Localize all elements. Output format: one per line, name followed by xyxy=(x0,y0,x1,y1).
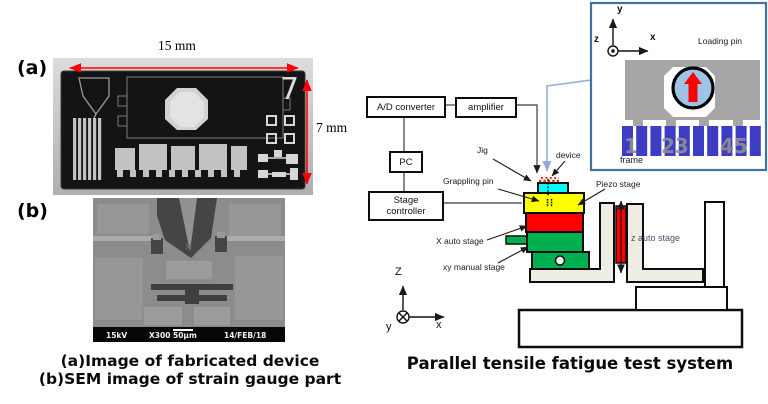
inset-octagon xyxy=(664,67,715,117)
panel-a-label: (a) xyxy=(17,57,48,79)
grappling-pin-label: Grappling pin xyxy=(443,176,494,186)
panel-b-label: (b) xyxy=(17,200,48,222)
chip-photo-art xyxy=(60,70,306,190)
sem-image: 15kV X300 50μm 14/FEB/18 xyxy=(93,198,285,342)
device-label: device xyxy=(556,150,581,160)
manual-stage-knob xyxy=(505,235,528,245)
frame-number-23: 23 xyxy=(661,134,689,158)
right-column xyxy=(704,201,725,288)
fabricated-device-photo: 7 xyxy=(53,58,313,195)
chip-number-marking: 7 xyxy=(280,72,300,107)
sem-date: 14/FEB/18 xyxy=(224,330,267,340)
serpentine-pattern xyxy=(73,118,102,180)
gantry-l-bracket xyxy=(626,203,704,283)
loading-pin-label: Loading pin xyxy=(698,36,742,46)
loading-pin-circle xyxy=(671,66,715,110)
sem-art xyxy=(93,198,285,327)
device-block xyxy=(537,182,569,194)
diagram-title: Parallel tensile fatigue test system xyxy=(406,354,734,373)
block-diagram-connectors xyxy=(403,104,541,204)
sem-scalebar xyxy=(173,329,193,331)
inset-tabs xyxy=(633,120,743,126)
piezo-stage-block xyxy=(523,192,585,214)
sem-info-bar: 15kV X300 50μm 14/FEB/18 xyxy=(93,327,285,342)
x-auto-stage-block xyxy=(525,212,584,233)
inset-axis-x-label: x xyxy=(650,32,656,43)
sem-scale-text: 50μm xyxy=(173,330,197,340)
sem-side-brackets xyxy=(151,236,227,254)
z-auto-stage-label: z auto stage xyxy=(631,233,681,243)
left-bracket xyxy=(529,202,615,283)
jig-marks xyxy=(539,177,559,207)
inset-axis-z-label: z xyxy=(594,34,599,45)
test-system-structure xyxy=(517,200,744,349)
inset-axis-y-label: y xyxy=(617,4,623,15)
main-axes-icon xyxy=(396,285,445,324)
pedestal-block xyxy=(635,286,728,311)
pad-squares xyxy=(266,115,295,144)
sem-light-patches xyxy=(95,204,283,320)
x-auto-stage-label: X auto stage xyxy=(436,236,484,246)
frame-label: frame xyxy=(620,155,644,165)
stage-controller-line2: controller xyxy=(386,206,426,217)
jig-label: Jig xyxy=(477,145,488,155)
label-leaders xyxy=(486,48,717,264)
xy-manual-stage-block xyxy=(526,231,584,253)
xy-manual-stage-label: xy manual stage xyxy=(443,262,505,272)
height-dimension-label: 7 mm xyxy=(316,120,348,135)
caption-line-2: (b)SEM image of strain gauge part xyxy=(38,370,342,388)
z-auto-stage-bar xyxy=(615,205,627,264)
stage-controller-line1: Stage xyxy=(393,195,419,206)
left-captions: (a)Image of fabricated device (b)SEM ima… xyxy=(25,352,355,388)
stage-stack xyxy=(505,182,590,270)
width-dimension-label: 15 mm xyxy=(158,38,196,53)
main-axis-x-label: x xyxy=(436,319,442,331)
inset-frame-comb: 1 23 45 xyxy=(622,126,763,158)
base-plate xyxy=(517,308,744,349)
stage-controller-box: Stage controller xyxy=(368,191,444,221)
amplifier-box: amplifier xyxy=(455,97,517,118)
inset-gray-block xyxy=(625,60,760,120)
inset-border xyxy=(589,1,768,172)
main-axis-y-label: y xyxy=(386,321,392,333)
sem-voltage: 15kV xyxy=(106,330,128,340)
stage-base-block xyxy=(531,251,590,270)
loading-direction-arrow xyxy=(684,72,702,102)
inset-axes-icon xyxy=(607,18,649,57)
inset-panel: 1 23 45 xyxy=(589,1,768,172)
pc-box: PC xyxy=(389,151,423,173)
frame-number-45: 45 xyxy=(720,134,748,158)
main-axis-z-label: Z xyxy=(395,266,402,278)
comb-structures xyxy=(115,144,247,177)
piezo-stage-label: Piezo stage xyxy=(596,179,641,189)
caption-line-1: (a)Image of fabricated device xyxy=(60,352,320,370)
ad-converter-box: A/D converter xyxy=(366,96,446,118)
sem-magnification: X300 xyxy=(149,330,171,340)
sem-gauge-bars xyxy=(151,284,233,304)
stage-base-knob-hole xyxy=(554,255,566,266)
